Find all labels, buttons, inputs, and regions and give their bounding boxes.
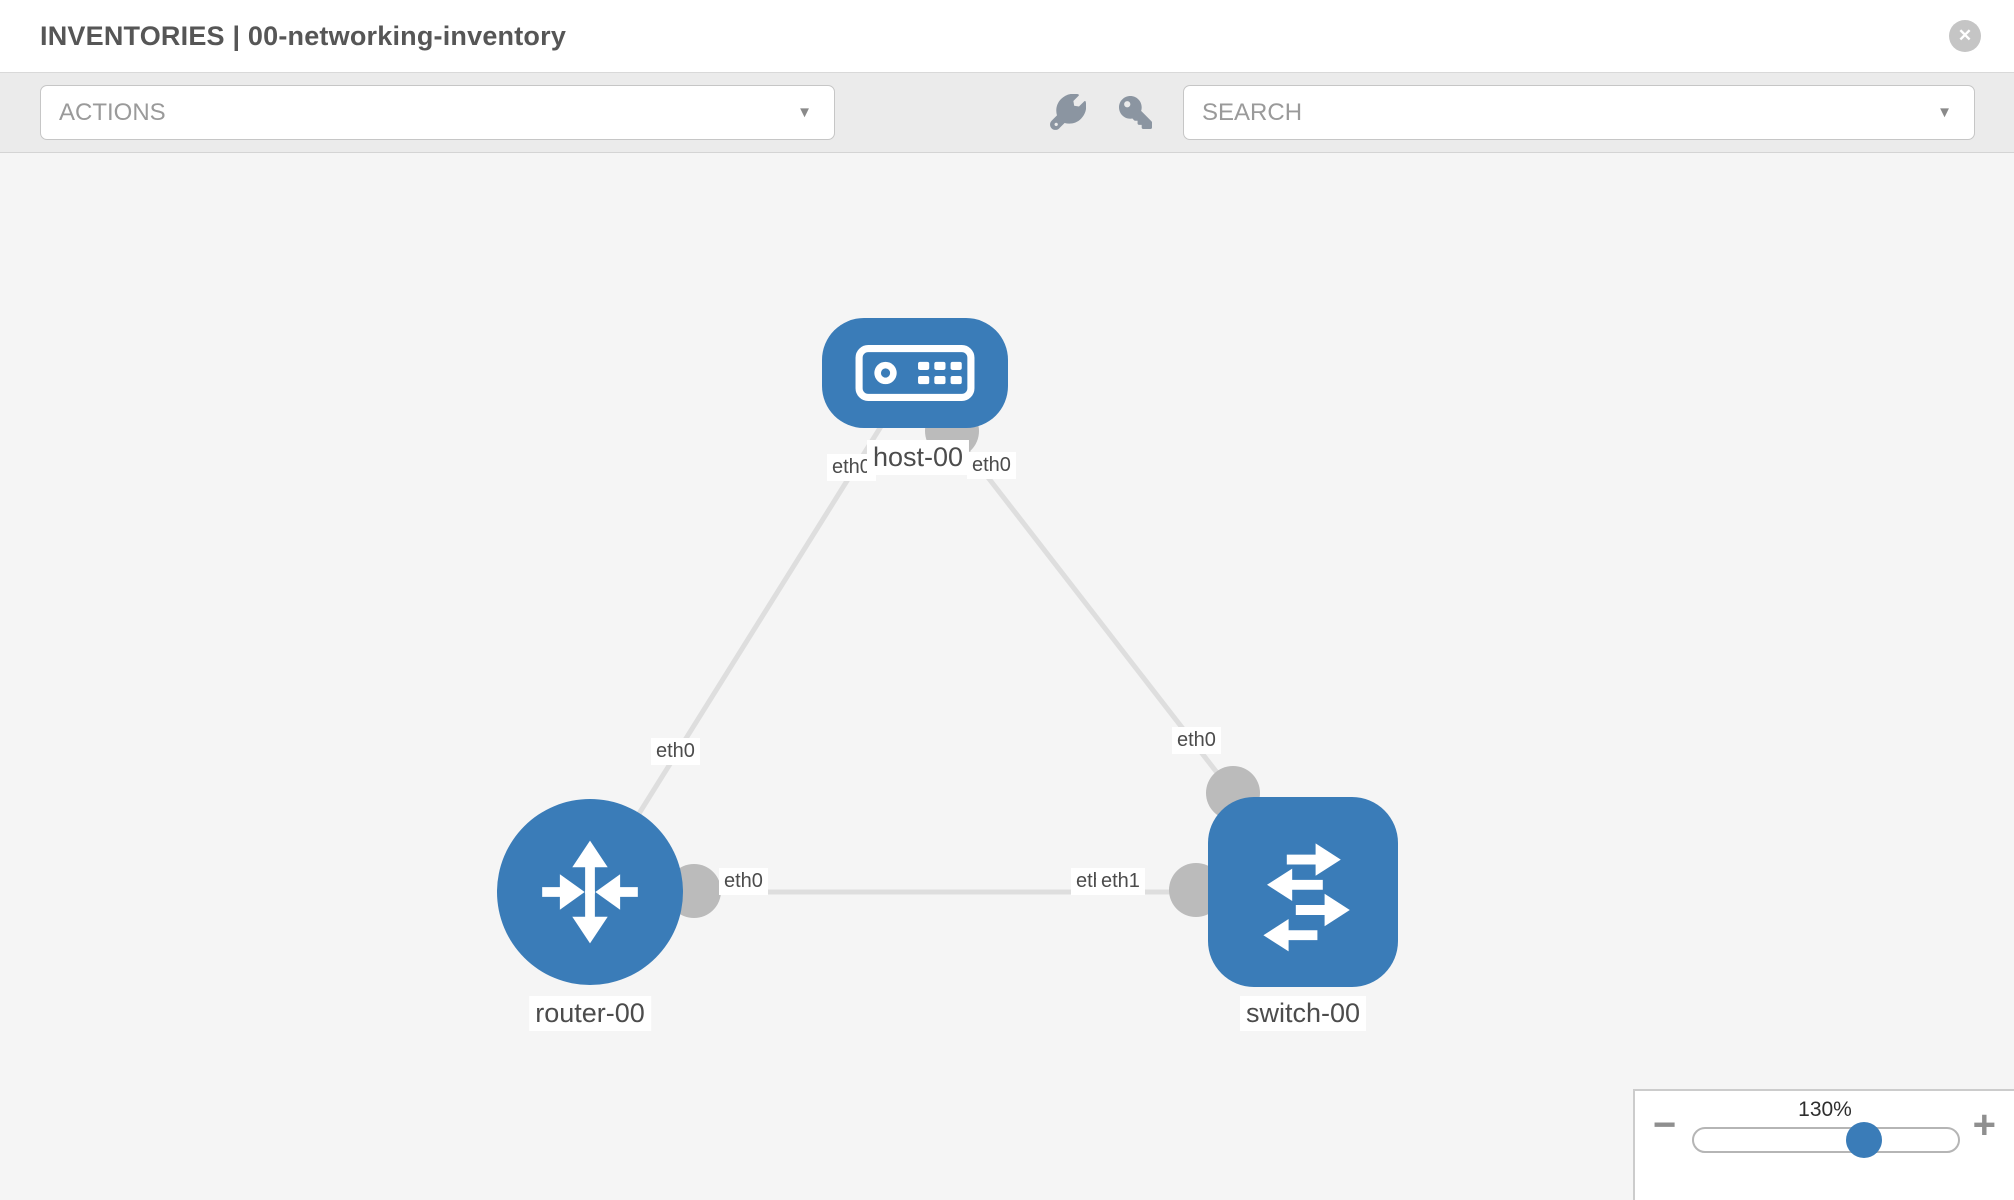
search-dropdown[interactable]: SEARCH ▼ xyxy=(1183,85,1975,140)
wrench-icon[interactable] xyxy=(1050,94,1086,130)
topology-canvas[interactable]: eth0 host-00 eth0 eth0 eth0 eth0 eth0 et… xyxy=(0,153,2014,1200)
close-button[interactable]: ✕ xyxy=(1949,20,1981,52)
node-host-00[interactable] xyxy=(822,318,1008,428)
switch-icon xyxy=(1263,843,1350,952)
key-icon[interactable] xyxy=(1119,96,1152,129)
interface-label-host-right: eth0 xyxy=(967,452,1016,479)
host-icon xyxy=(855,345,975,401)
node-router-00[interactable] xyxy=(497,799,683,985)
node-label-switch-00: switch-00 xyxy=(1239,996,1367,1031)
interface-label-host-router-link: eth0 xyxy=(651,738,700,765)
zoom-slider[interactable] xyxy=(1692,1122,1960,1158)
chevron-down-icon: ▼ xyxy=(797,104,812,121)
zoom-level-value: 130% xyxy=(1798,1098,1852,1121)
zoom-control-panel: 130% − + xyxy=(1633,1089,2014,1200)
node-switch-00[interactable] xyxy=(1208,797,1398,987)
zoom-out-button[interactable]: − xyxy=(1653,1103,1677,1147)
page-title: INVENTORIES | 00-networking-inventory xyxy=(40,21,567,51)
actions-dropdown[interactable]: ACTIONS ▼ xyxy=(40,85,835,140)
router-icon xyxy=(542,840,638,944)
close-icon: ✕ xyxy=(1957,26,1973,45)
chevron-down-icon: ▼ xyxy=(1937,104,1952,121)
search-dropdown-label: SEARCH xyxy=(1202,99,1303,126)
zoom-in-button[interactable]: + xyxy=(1972,1103,1996,1147)
toolbar: ACTIONS ▼ SEARCH ▼ xyxy=(0,73,2014,153)
zoom-slider-thumb[interactable] xyxy=(1846,1122,1883,1158)
actions-dropdown-label: ACTIONS xyxy=(59,99,166,126)
links-layer xyxy=(587,370,1303,918)
window-header: INVENTORIES | 00-networking-inventory ✕ xyxy=(0,0,2014,73)
interface-label-host-switch-link: eth0 xyxy=(1172,727,1221,754)
node-label-router-00: router-00 xyxy=(529,996,651,1031)
node-label-host-00: host-00 xyxy=(866,440,970,475)
interface-label-switch-front: eth1 xyxy=(1096,868,1145,895)
interface-label-router-side: eth0 xyxy=(719,868,768,895)
